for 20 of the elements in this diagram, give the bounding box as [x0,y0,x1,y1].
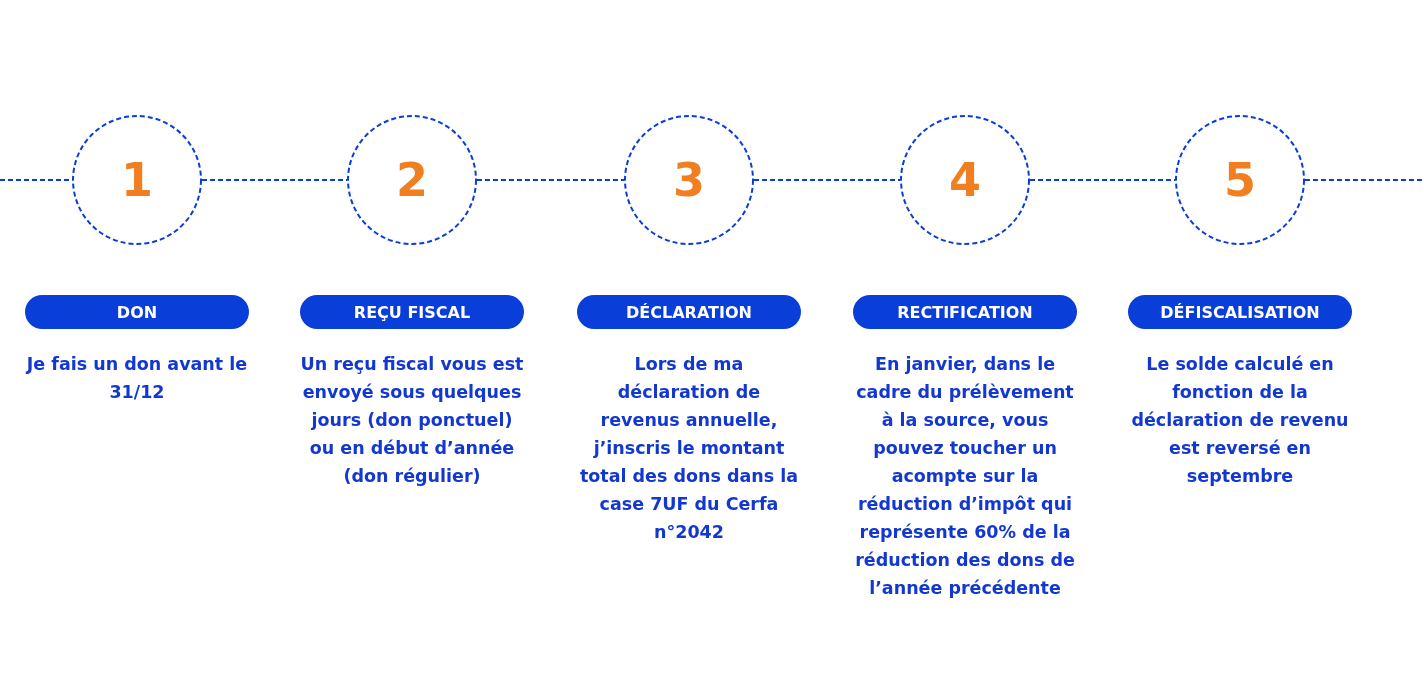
step-title: RECTIFICATION [853,295,1077,329]
step-number: 3 [673,153,705,207]
timeline-connector [1304,179,1424,181]
step-title: REÇU FISCAL [300,295,524,329]
timeline-connector [753,179,901,181]
step-description: En janvier, dans le cadre du prélèvement à la source, vous pouvez toucher un acompte sur la réduction d’impôt qui représente 60% de la réduction des dons de l’année précédente [854,353,1076,600]
step-title: DÉFISCALISATION [1128,295,1352,329]
step-description: Je fais un don avant le 31/12 [24,353,249,404]
step-description: Un reçu fiscal vous est envoyé sous quelques jours (don ponctuel) ou en début d’année (don régulier) [299,353,525,488]
step-number: 5 [1224,153,1256,207]
step-number: 4 [949,153,981,207]
timeline-connector [1029,179,1176,181]
timeline-connector [476,179,625,181]
step-number: 2 [396,153,428,207]
step-description: Le solde calculé en fonction de la déclaration de revenu est reversé en septembre [1130,353,1350,488]
step-description: Lors de ma déclaration de revenus annuelle, j’inscris le montant total des dons dans la case 7UF du Cerfa n°2042 [578,353,800,544]
timeline-connector [201,179,348,181]
step-title: DÉCLARATION [577,295,801,329]
step-title: DON [25,295,249,329]
step-number: 1 [121,153,153,207]
